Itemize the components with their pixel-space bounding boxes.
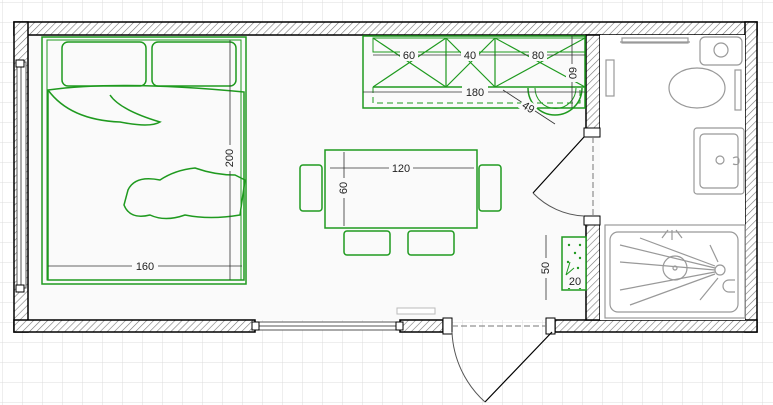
bathroom-floor — [600, 35, 745, 320]
kitchen-length: 180 — [466, 87, 484, 99]
partition-bottom — [585, 219, 601, 321]
plant-icon — [565, 261, 575, 276]
wall-right — [744, 21, 758, 333]
wall-top — [13, 21, 758, 36]
pillow-left — [61, 41, 147, 87]
toilet[interactable] — [668, 36, 743, 111]
small-cabinet[interactable]: 50 20 — [540, 235, 587, 300]
window-bottom[interactable] — [251, 307, 436, 331]
pillow-right — [151, 41, 237, 87]
window-left[interactable] — [15, 59, 27, 293]
shower[interactable] — [604, 224, 746, 319]
chair-left — [299, 164, 323, 212]
kitchen-cabinet-3-width: 80 — [532, 50, 544, 62]
cabinet-height: 50 — [540, 262, 552, 274]
towel-holder — [605, 59, 615, 97]
entrance-door[interactable] — [442, 317, 556, 403]
wall-bottom-right — [554, 319, 758, 333]
chair-right — [478, 164, 502, 212]
bed-width: 160 — [136, 261, 154, 273]
kitchen-sink — [527, 87, 583, 116]
kitchen-depth: 60 — [566, 67, 578, 79]
wall-bottom-mid — [399, 319, 444, 333]
sink-radius: 49 — [520, 100, 537, 117]
kitchen-cabinet-2-width: 40 — [464, 50, 476, 62]
chairs — [299, 164, 502, 256]
bathroom — [604, 36, 746, 319]
partition-top — [585, 34, 601, 136]
chair-bottom-left — [343, 230, 391, 256]
washbasin[interactable] — [693, 127, 745, 195]
dining-table[interactable]: 120 60 — [299, 149, 502, 256]
wall-bottom-left — [13, 319, 256, 333]
kitchen-counter[interactable]: 60 40 80 60 180 49 — [362, 35, 586, 125]
cabinet-depth: 20 — [569, 276, 581, 288]
bed[interactable]: 200 160 — [41, 36, 247, 285]
bed-length: 200 — [224, 149, 236, 167]
table-width: 120 — [392, 163, 410, 175]
blanket-fold — [123, 167, 246, 220]
towel-rail — [620, 37, 690, 44]
chair-bottom-right — [407, 230, 455, 256]
bathroom-door[interactable] — [532, 127, 601, 226]
kitchen-cabinet-1-width: 60 — [403, 50, 415, 62]
table-depth: 60 — [338, 182, 350, 194]
